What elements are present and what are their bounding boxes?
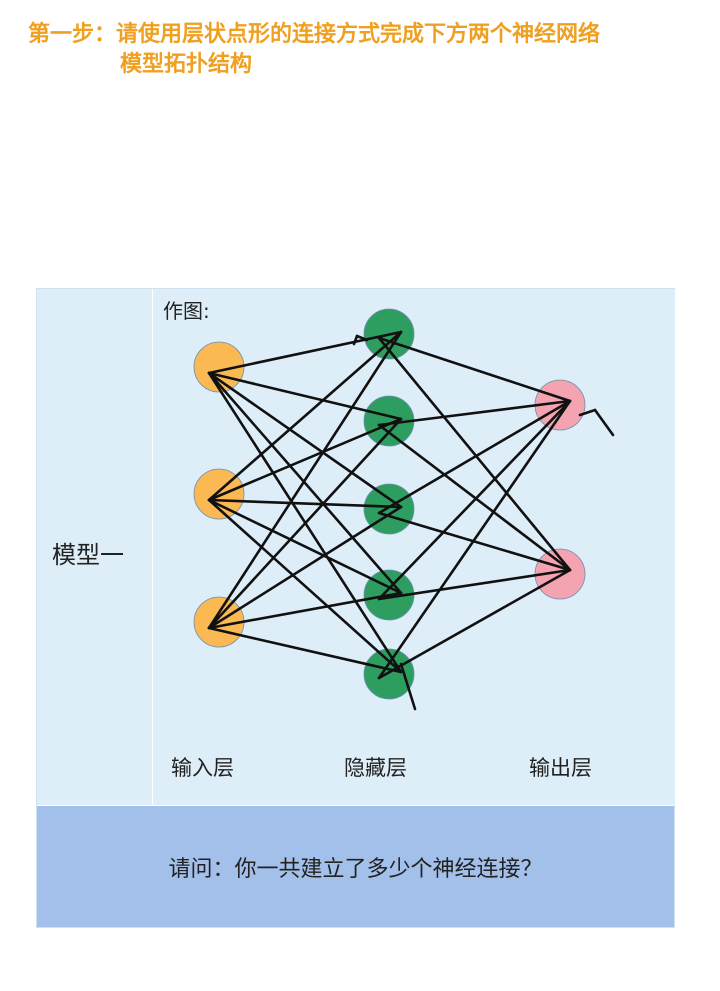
connection-line (377, 336, 572, 572)
connection-line (207, 330, 403, 375)
connection-line (377, 399, 572, 680)
connection-line (377, 423, 572, 572)
neuron-nodes (193, 308, 586, 700)
pen-stroke (399, 662, 417, 711)
connection-line (207, 371, 403, 421)
drawing-label: 作图: (163, 299, 210, 323)
connection-line (207, 371, 403, 509)
connection-line (377, 568, 572, 680)
hidden-node (363, 648, 415, 700)
hidden-layer-label: 隐藏层 (344, 756, 407, 780)
pen-strokes (352, 334, 615, 711)
output-layer-label: 输出层 (529, 756, 592, 780)
question-cell: 请问：你一共建立了多少个神经连接？ (37, 806, 674, 927)
connection-line (207, 417, 403, 502)
connection-line (207, 498, 403, 595)
connection-line (207, 626, 403, 674)
drawing-cell[interactable]: 作图: 输入层 隐藏层 输出层 (153, 289, 675, 805)
connection-line (207, 330, 403, 502)
connection-line (207, 330, 403, 630)
connection-lines (207, 330, 572, 680)
instruction-line-2: 模型拓扑结构 (120, 52, 253, 77)
connection-line (377, 399, 572, 515)
connection-line (207, 371, 403, 595)
pen-stroke (578, 408, 597, 417)
network-diagram (193, 308, 615, 711)
exercise-table: 模型一 作图: 输入层 隐藏层 输出层 请问：你一共建立了多少个神经连接？ (36, 288, 675, 928)
connection-line (377, 336, 572, 403)
connection-line (207, 417, 403, 630)
connection-line (377, 568, 572, 601)
connection-line (207, 505, 403, 630)
model-label: 模型一 (52, 541, 124, 569)
instruction-line-1: 第一步：请使用层状点形的连接方式完成下方两个神经网络 (28, 22, 601, 47)
connection-line (377, 399, 572, 601)
instruction-heading: 第一步：请使用层状点形的连接方式完成下方两个神经网络 模型拓扑结构 (28, 20, 688, 80)
connection-line (207, 498, 403, 674)
connection-line (207, 498, 403, 509)
pen-stroke (355, 334, 369, 342)
pen-stroke (352, 334, 359, 346)
model-label-cell: 模型一 (37, 289, 153, 805)
connection-line (377, 399, 572, 427)
pen-stroke (593, 408, 615, 437)
connection-line (207, 591, 403, 630)
input-layer-label: 输入层 (171, 756, 234, 780)
question-text: 请问：你一共建立了多少个神经连接？ (168, 856, 543, 882)
